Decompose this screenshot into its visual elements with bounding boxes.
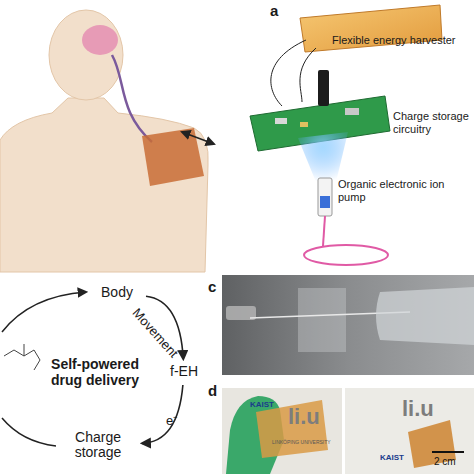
cycle-node: Charge storage bbox=[56, 426, 140, 464]
node-text: Body bbox=[101, 285, 133, 300]
edge-label: Movement bbox=[129, 306, 181, 361]
figure-label: Organic electronic ion pump bbox=[338, 178, 454, 203]
implant-wire bbox=[112, 55, 152, 142]
cycle-arc bbox=[2, 418, 56, 446]
figure-label: 2 cm bbox=[434, 456, 470, 468]
human-torso bbox=[0, 98, 208, 272]
figure-label: li.u bbox=[402, 396, 462, 421]
figure-label: LINKÖPING UNIVERSITY bbox=[272, 440, 342, 446]
tube bbox=[376, 287, 474, 345]
ion-glow bbox=[298, 132, 348, 182]
figure-label: Self-powered drug delivery bbox=[36, 356, 154, 388]
harvester-wire bbox=[300, 48, 316, 102]
node-text: Charge storage bbox=[56, 430, 140, 461]
figure-label: a bbox=[270, 2, 290, 19]
ion-pump-body bbox=[318, 178, 332, 216]
board-component bbox=[345, 108, 359, 115]
board-component bbox=[275, 118, 287, 124]
motion-arrow bbox=[182, 132, 214, 144]
capacitor-symbol bbox=[318, 70, 329, 106]
node-text: f-EH bbox=[170, 364, 198, 379]
edge-label: e⁻ bbox=[166, 414, 177, 429]
ion-pump-reservoir bbox=[320, 196, 330, 208]
figure-label: li.u bbox=[288, 404, 348, 429]
figure-label: Flexible energy harvester bbox=[332, 34, 472, 47]
figure-label: KAIST bbox=[380, 453, 420, 462]
clear-block bbox=[298, 288, 346, 352]
brain bbox=[82, 25, 118, 55]
delivery-tube bbox=[323, 216, 325, 246]
cycle-arrow bbox=[142, 385, 183, 443]
human-head bbox=[49, 10, 123, 100]
chemical-bond bbox=[24, 344, 25, 356]
figure-label: d bbox=[208, 382, 222, 399]
chemical-structure bbox=[4, 350, 40, 370]
photo-d-left bbox=[222, 388, 342, 474]
figure-label: c bbox=[208, 278, 222, 295]
cycle-arc bbox=[2, 292, 86, 332]
cycle-node: Body bbox=[90, 282, 144, 304]
delivery-tube-loop bbox=[304, 245, 388, 265]
scale-bar bbox=[432, 451, 464, 453]
board-component bbox=[300, 122, 308, 127]
cycle-node: f-EH bbox=[158, 361, 210, 383]
figure-label: Charge storage circuitry bbox=[393, 110, 473, 135]
photo-c bbox=[222, 275, 474, 375]
photo-d-right bbox=[345, 388, 474, 474]
